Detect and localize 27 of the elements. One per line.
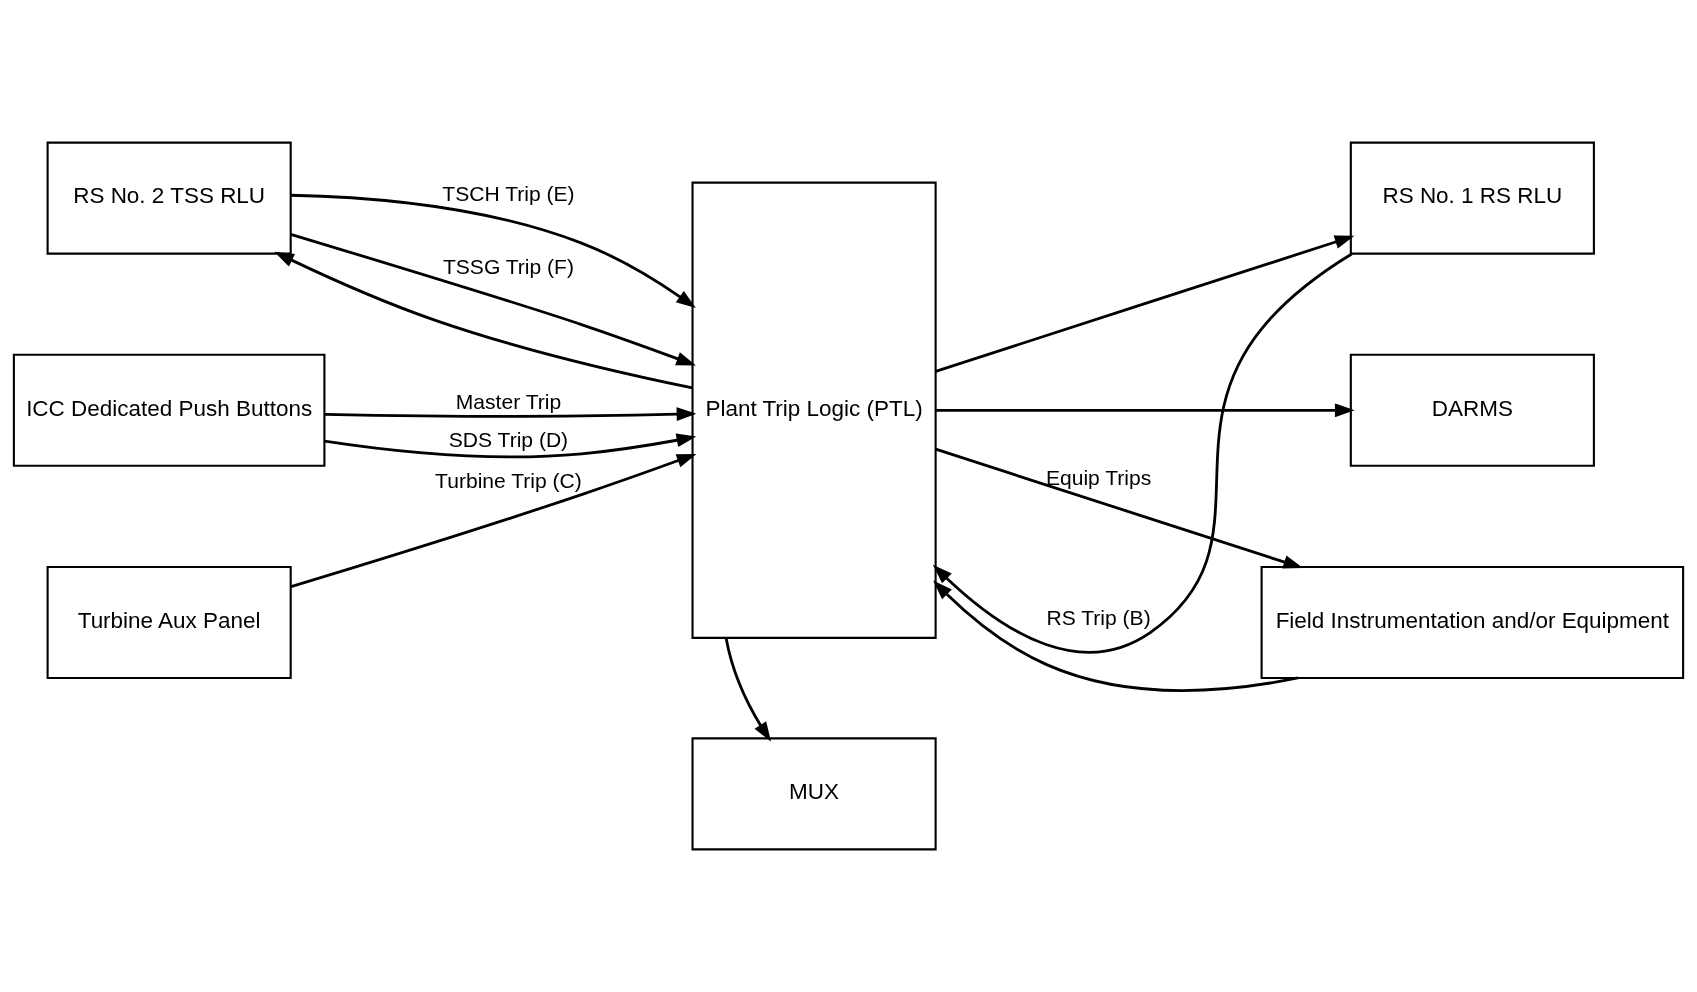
arrow [324,433,697,459]
node-box: ICC Dedicated Push Buttons [12,353,326,467]
node-box: Plant Trip Logic (PTL) [691,181,937,639]
edge-label: TSSG Trip (F) [442,255,574,278]
arrow [935,403,1355,418]
edge-label: Turbine Trip (C) [435,468,582,492]
edge-label: Equip Trips [1045,465,1152,489]
arrow [290,453,697,588]
edge-label: Master Trip [455,389,562,413]
arrow [290,193,696,308]
arrow [935,235,1355,373]
arrow [935,447,1304,569]
edge-label: RS Trip (B) [1046,606,1151,630]
node-box: MUX [691,737,937,851]
arrow [274,251,693,390]
node-box: RS No. 2 TSS RLU [46,141,292,255]
arrow [932,252,1353,654]
node-box: Field Instrumentation and/or Equipment [1260,565,1685,679]
edge-label: TSCH Trip (E) [442,181,575,205]
node-box: RS No. 1 RS RLU [1349,141,1595,255]
node-box: DARMS [1349,353,1595,467]
arrow [933,580,1299,692]
arrow [724,637,772,742]
edge-label: SDS Trip (D) [448,427,569,451]
arrow [290,232,696,366]
node-box: Turbine Aux Panel [46,565,292,679]
arrow [324,407,697,422]
